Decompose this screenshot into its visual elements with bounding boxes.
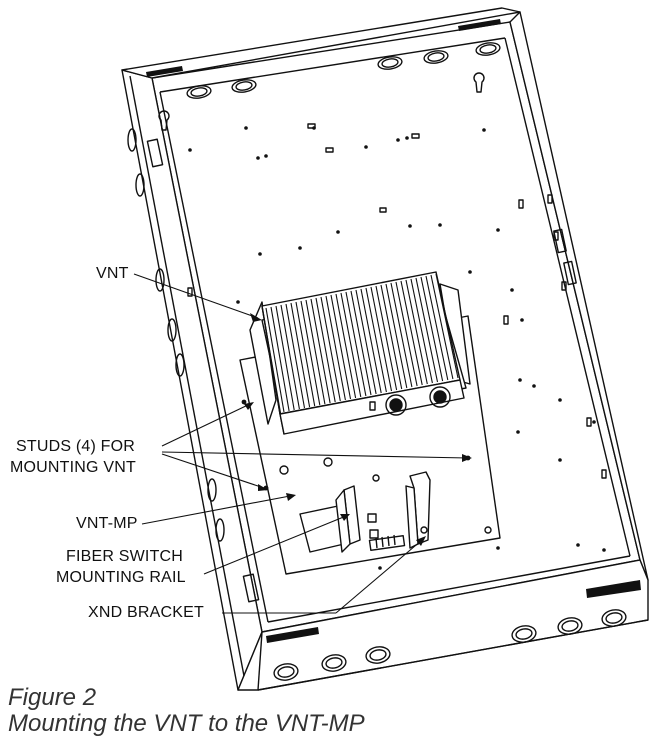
leader-lines	[133, 273, 469, 614]
callout-fiber-line1: FIBER SWITCH	[66, 548, 184, 565]
vnt-fins	[265, 273, 459, 413]
terminal-strip	[368, 534, 406, 552]
heatsink-fin	[400, 280, 423, 386]
leader-vnt	[133, 273, 259, 319]
heatsink-fin	[295, 301, 316, 407]
leader-stud-2	[161, 453, 265, 489]
heatsink-fin	[375, 285, 398, 391]
heatsink-fin	[415, 277, 439, 383]
heatsink-fin	[285, 303, 306, 409]
keyhole-slots	[158, 72, 485, 131]
leader-stud-1	[161, 403, 251, 447]
left-wall-knockouts	[127, 128, 225, 542]
leader-vnt-mp	[141, 495, 291, 525]
heatsink-fin	[330, 294, 352, 400]
callout-vnt: VNT	[96, 265, 129, 282]
heatsink-fin	[340, 292, 362, 398]
heatsink-fin	[435, 273, 459, 379]
heatsink-fin	[265, 307, 285, 413]
heatsink-fin	[390, 282, 413, 388]
heatsink-fin	[370, 286, 393, 392]
callout-studs-line2: MOUNTING VNT	[10, 459, 136, 476]
heatsink-fin	[315, 297, 336, 403]
heatsink-fin	[385, 283, 408, 389]
figure-title: Mounting the VNT to the VNT-MP	[8, 710, 365, 737]
callout-fiber-line2: MOUNTING RAIL	[56, 569, 186, 586]
bottom-knockouts	[273, 609, 627, 681]
callout-vnt-mp: VNT-MP	[76, 515, 138, 532]
heatsink-fin	[325, 295, 346, 401]
heatsink-fin	[355, 289, 377, 395]
leader-xnd-b	[335, 539, 423, 614]
heatsink-fin	[270, 306, 290, 412]
callout-xnd-bracket: XND BRACKET	[88, 604, 204, 621]
callout-studs-line1: STUDS (4) FOR	[16, 438, 136, 455]
heatsink-fin	[405, 279, 428, 385]
heatsink-fin	[300, 300, 321, 406]
back-panel-slots	[187, 123, 607, 479]
top-knockouts	[186, 42, 501, 99]
heatsink-fin	[420, 276, 444, 382]
heatsink-fin	[320, 296, 341, 402]
fiber-switch-rail	[335, 485, 361, 553]
leader-fiber-rail	[203, 515, 347, 575]
heatsink-fin	[425, 275, 449, 381]
leader-arrowheads	[244, 313, 472, 546]
heatsink-fin	[345, 291, 367, 397]
vent-strips	[146, 19, 641, 643]
figure-number: Figure 2	[8, 684, 97, 711]
heatsink-fin	[275, 305, 295, 411]
heatsink-fin	[395, 281, 418, 387]
heatsink-fin	[365, 287, 387, 393]
heatsink-fin	[280, 304, 300, 410]
heatsink-fin	[310, 298, 331, 404]
heatsink-fin	[305, 299, 326, 405]
left-hinges	[146, 138, 577, 603]
heatsink-fin	[380, 284, 403, 390]
heatsink-fin	[430, 274, 454, 380]
xnd-bracket	[405, 471, 431, 549]
heatsink-fin	[290, 302, 311, 408]
heatsink-fin	[410, 278, 433, 384]
heatsink-fin	[360, 288, 382, 394]
leader-stud-3	[161, 451, 469, 459]
heatsink-fin	[350, 290, 372, 396]
heatsink-fin	[335, 293, 357, 399]
